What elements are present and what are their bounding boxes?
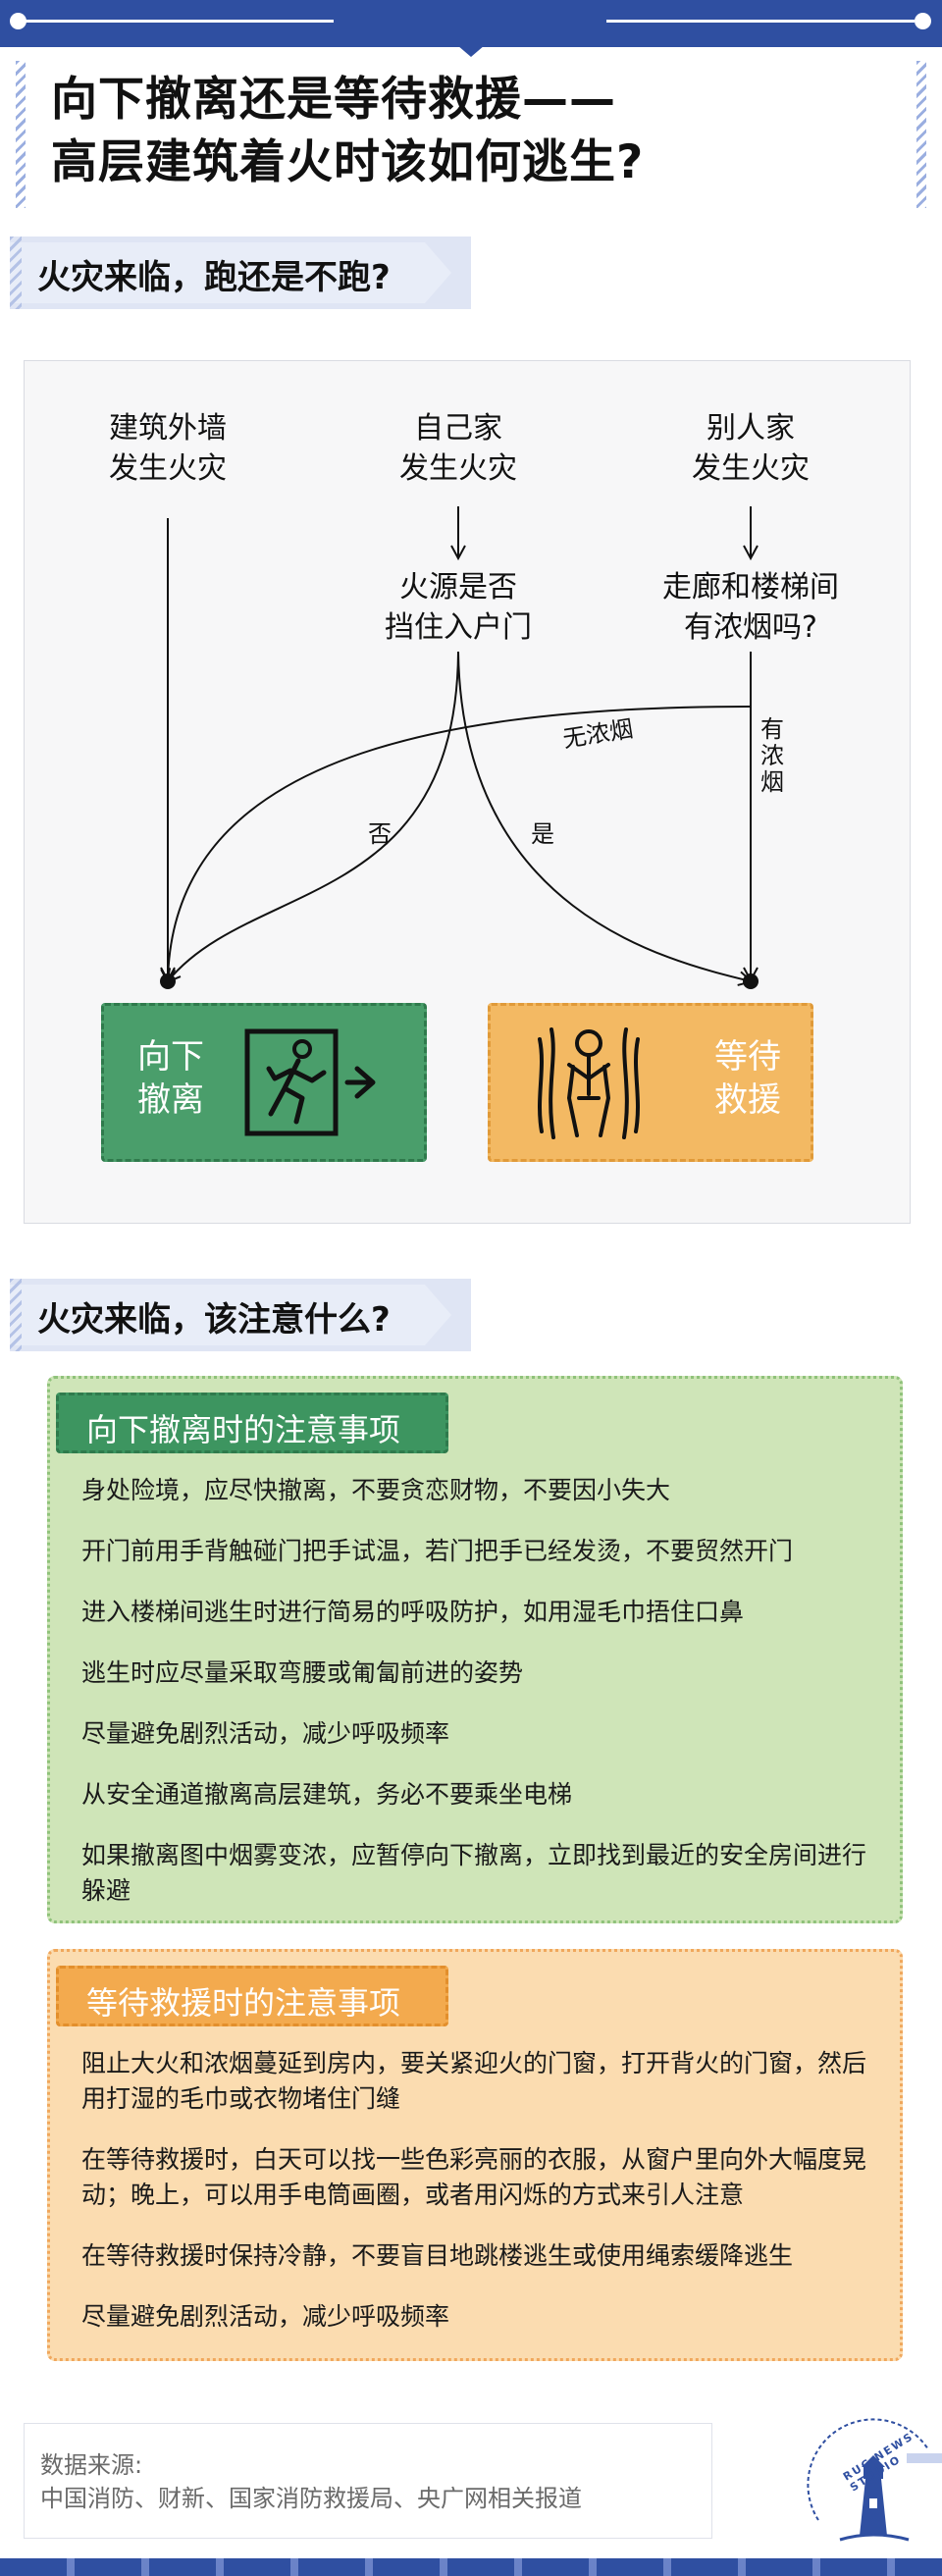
list-item: 在等待救援时保持冷静，不要盲目地跳楼逃生或使用绳索缓降逃生 [81,2241,794,2270]
edge-label-yes: 是 [531,820,554,848]
section-title: 火灾来临，该注意什么? [37,1300,391,1340]
source-text: 中国消防、财新、国家消防救援局、央广网相关报道 [40,2485,582,2512]
banner-line-right [606,20,915,23]
title-line-1: 向下撤离还是等待救援—— [51,73,616,127]
top-banner [0,0,942,57]
title-block: 向下撤离还是等待救援—— 高层建筑着火时该如何逃生? [16,61,926,208]
title-line-2: 高层建筑着火时该如何逃生? [51,135,645,189]
evacuate-tips-tag: 向下撤离时的注意事项 [56,1393,448,1453]
flowchart-connectors [160,506,759,989]
bottom-banner [0,2558,942,2576]
evacuate-tips-list: 身处险境，应尽快撤离，不要贪恋财物，不要因小失大 开门前用手背触碰门把手试温，若… [81,1473,876,1934]
junction-evacuate [160,973,176,989]
outcome-evacuate-label: 向下 撤离 [137,1037,204,1120]
start-other-home-fire: 别人家 发生火灾 [692,411,810,486]
list-item: 开门前用手背触碰门把手试温，若门把手已经发烫，不要贸然开门 [81,1537,794,1565]
question-smoke-in-corridor: 走廊和楼梯间 有浓烟吗? [662,570,839,645]
outcome-wait: 等待 救援 [488,1003,813,1162]
wait-tips-title: 等待救援时的注意事项 [86,1984,401,2022]
list-item: 逃生时应尽量采取弯腰或匍匐前进的姿势 [81,1658,524,1687]
wait-tips-panel: 等待救援时的注意事项 阻止大火和浓烟蔓延到房内，要关紧迎火的门窗，打开背火的门窗… [47,1949,903,2361]
wait-tips-tag: 等待救援时的注意事项 [56,1966,448,2026]
source-box: 数据来源: 中国消防、财新、国家消防救援局、央广网相关报道 [24,2423,712,2539]
banner-dot-right [915,13,931,29]
list-item: 在等待救援时，白天可以找一些色彩亮丽的衣服，从窗户里向外大幅度晃动；晚上，可以用… [81,2145,867,2209]
lighthouse-icon [807,2418,942,2542]
flowchart: 建筑外墙 发生火灾 自己家 发生火灾 别人家 发生火灾 火源是否 挡住入户门 走… [24,360,911,1224]
running-exit-icon [244,1028,376,1136]
banner-notch [457,45,485,57]
edge-label-no: 否 [368,820,392,848]
section-heading-run: 火灾来临，跑还是不跑? [10,237,471,309]
start-own-home-fire: 自己家 发生火灾 [399,411,517,486]
edge-fire-yes [457,651,751,981]
list-item: 从安全通道撤离高层建筑，务必不要乘坐电梯 [81,1780,573,1809]
edge-no-smoke [168,706,752,981]
list-item: 进入楼梯间逃生时进行简易的呼吸防护，如用湿毛巾捂住口鼻 [81,1598,745,1626]
source-heading: 数据来源: [40,2451,143,2479]
outcome-wait-label: 等待 救援 [714,1037,781,1120]
banner-line-left [26,20,334,23]
section-title: 火灾来临，跑还是不跑? [37,258,391,297]
question-fire-blocks-door: 火源是否 挡住入户门 [385,570,532,645]
wait-tips-list: 阻止大火和浓烟蔓延到房内，要关紧迎火的门窗，打开背火的门窗，然后用打湿的毛巾或衣… [81,2046,876,2360]
list-item: 阻止大火和浓烟蔓延到房内，要关紧迎火的门窗，打开背火的门窗，然后用打湿的毛巾或衣… [81,2049,867,2113]
edge-fire-no [168,651,459,981]
title-hatch-left [16,61,26,208]
evacuate-tips-title: 向下撤离时的注意事项 [86,1411,401,1448]
title-hatch-right [916,61,926,208]
outcome-evacuate: 向下 撤离 [101,1003,427,1162]
edge-label-has-smoke: 有 浓 烟 [760,715,784,796]
page-title: 向下撤离还是等待救援—— 高层建筑着火时该如何逃生? [51,69,644,194]
banner-dot-left [10,13,26,29]
list-item: 尽量避免剧烈活动，减少呼吸频率 [81,1719,450,1748]
studio-logo: RUC NEWS STUDIO [801,2410,942,2553]
list-item: 如果撤离图中烟雾变浓，应暂停向下撤离，立即找到最近的安全房间进行躲避 [81,1841,867,1905]
trapped-person-icon [538,1027,640,1139]
start-wall-fire: 建筑外墙 发生火灾 [109,411,227,486]
evacuate-tips-panel: 向下撤离时的注意事项 身处险境，应尽快撤离，不要贪恋财物，不要因小失大 开门前用… [47,1376,903,1923]
junction-wait [743,973,759,989]
list-item: 尽量避免剧烈活动，减少呼吸频率 [81,2302,450,2331]
section-heading-notice: 火灾来临，该注意什么? [10,1279,471,1351]
list-item: 身处险境，应尽快撤离，不要贪恋财物，不要因小失大 [81,1476,671,1504]
